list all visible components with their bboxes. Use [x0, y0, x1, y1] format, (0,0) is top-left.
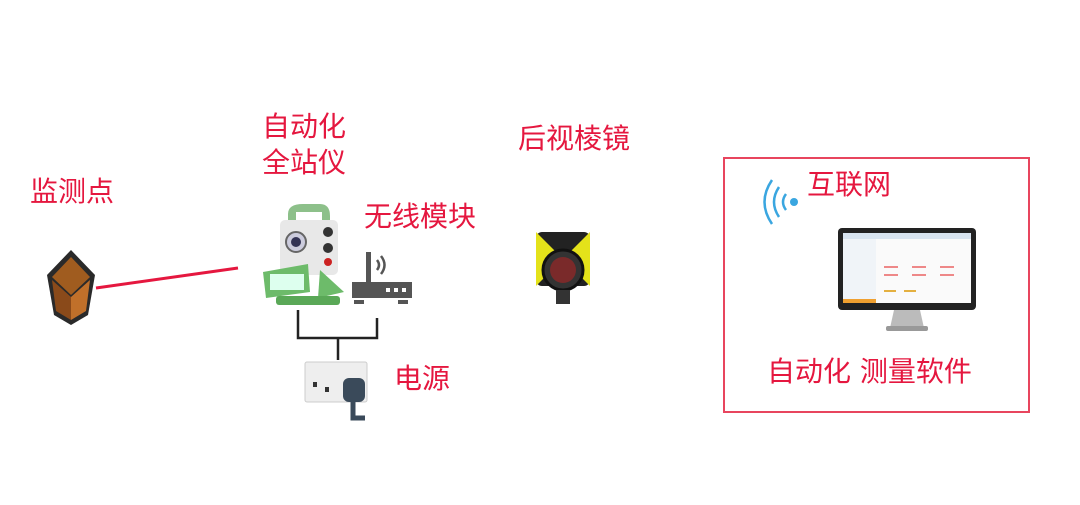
- total-station-icon: [263, 204, 344, 305]
- software-box: [723, 157, 1030, 413]
- power-wire: [296, 310, 379, 340]
- software-label: 自动化 测量软件: [767, 355, 972, 388]
- power-label: 电源: [394, 362, 451, 395]
- wifi-icon: [763, 179, 798, 225]
- internet-label: 互联网: [807, 168, 892, 201]
- power-socket-icon: [304, 361, 368, 421]
- total-station-label-2: 全站仪: [262, 146, 347, 179]
- total-station-label-1: 自动化: [262, 110, 347, 143]
- sight-line: [95, 266, 239, 290]
- backsight-prism-icon: [536, 232, 590, 304]
- wireless-module-label: 无线模块: [364, 200, 477, 233]
- router-icon: [352, 252, 412, 304]
- monitor-prism-icon: [47, 250, 95, 325]
- monitor-icon: [838, 228, 976, 331]
- backsight-prism-label: 后视棱镜: [518, 122, 631, 155]
- monitor-point-label: 监测点: [30, 175, 115, 208]
